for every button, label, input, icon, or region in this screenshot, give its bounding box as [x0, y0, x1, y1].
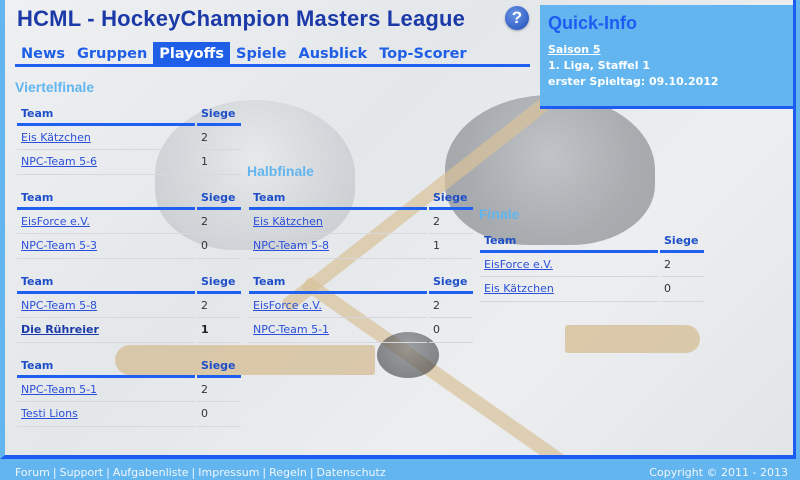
match-table: Team Siege Eis Kätzchen 2 NPC-Team 5-6 1 — [17, 104, 241, 175]
separator: | — [191, 466, 196, 479]
column-header-wins: Siege — [429, 188, 473, 210]
team-link[interactable]: EisForce e.V. — [21, 214, 90, 228]
table-row: EisForce e.V. 2 — [249, 292, 473, 318]
wins-value: 2 — [197, 376, 241, 402]
round-title-finale: Finale — [479, 206, 520, 222]
wins-value: 1 — [429, 233, 473, 259]
league-text: 1. Liga, Staffel 1 — [548, 59, 650, 72]
round-title-viertelfinale: Viertelfinale — [15, 79, 95, 95]
table-row: NPC-Team 5-6 1 — [17, 149, 241, 175]
column-header-wins: Siege — [197, 188, 241, 210]
wins-value: 2 — [197, 292, 241, 318]
first-matchday-text: erster Spieltag: 09.10.2012 — [548, 75, 719, 88]
footer-link-datenschutz[interactable]: Datenschutz — [316, 466, 386, 479]
wins-value: 2 — [429, 292, 473, 318]
match-table: Team Siege NPC-Team 5-1 2 Testi Lions 0 — [17, 356, 241, 427]
column-header-team: Team — [480, 231, 658, 253]
page-content: HCML - HockeyChampion Masters League ? N… — [0, 0, 796, 459]
footer-link-aufgabenliste[interactable]: Aufgabenliste — [112, 466, 189, 479]
main-nav: News Gruppen Playoffs Spiele Ausblick To… — [15, 42, 530, 67]
tab-playoffs[interactable]: Playoffs — [153, 42, 231, 64]
footer-link-impressum[interactable]: Impressum — [198, 466, 260, 479]
team-link[interactable]: NPC-Team 5-8 — [21, 298, 98, 312]
copyright-text: Copyright © 2011 - 2013 — [649, 466, 788, 479]
footer-link-support[interactable]: Support — [59, 466, 104, 479]
team-link[interactable]: Die Rühreier — [21, 323, 99, 336]
team-link[interactable]: Eis Kätzchen — [484, 282, 554, 295]
wins-value: 2 — [197, 208, 241, 234]
question-circle-icon[interactable]: ? — [505, 6, 529, 30]
wins-value: 2 — [197, 124, 241, 150]
column-header-wins: Siege — [197, 272, 241, 294]
footer-links: Forum|Support|Aufgabenliste|Impressum|Re… — [15, 466, 386, 479]
match-table: Team Siege EisForce e.V. 2 NPC-Team 5-1 … — [249, 272, 473, 343]
column-header-wins: Siege — [197, 104, 241, 126]
wins-value: 1 — [197, 317, 241, 343]
round-title-halbfinale: Halbfinale — [247, 163, 314, 179]
helmet-right-image — [445, 95, 655, 245]
table-row: NPC-Team 5-8 1 — [249, 233, 473, 259]
season-link[interactable]: Saison 5 — [548, 43, 601, 56]
table-row: NPC-Team 5-8 2 — [17, 292, 241, 318]
table-row: EisForce e.V. 2 — [17, 208, 241, 234]
tab-gruppen[interactable]: Gruppen — [77, 46, 148, 62]
team-link[interactable]: Testi Lions — [21, 407, 78, 420]
table-row: NPC-Team 5-1 0 — [249, 317, 473, 343]
column-header-team: Team — [249, 272, 427, 294]
column-header-wins: Siege — [197, 356, 241, 378]
wins-value: 0 — [197, 401, 241, 427]
team-link[interactable]: Eis Kätzchen — [253, 214, 323, 228]
separator: | — [309, 466, 314, 479]
match-table: Team Siege NPC-Team 5-8 2 Die Rühreier 1 — [17, 272, 241, 343]
tab-top-scorer[interactable]: Top-Scorer — [379, 46, 467, 62]
team-link[interactable]: EisForce e.V. — [484, 257, 553, 271]
column-header-wins: Siege — [429, 272, 473, 294]
column-header-team: Team — [249, 188, 427, 210]
team-link[interactable]: EisForce e.V. — [253, 298, 322, 312]
team-link[interactable]: Eis Kätzchen — [21, 130, 91, 144]
wins-value: 2 — [660, 251, 704, 277]
wins-value: 0 — [660, 276, 704, 302]
table-row: Eis Kätzchen 0 — [480, 276, 704, 302]
tab-news[interactable]: News — [21, 46, 65, 62]
quick-info-panel: Quick-Info Saison 5 1. Liga, Staffel 1 e… — [540, 5, 793, 109]
footer-link-regeln[interactable]: Regeln — [269, 466, 307, 479]
wins-value: 0 — [429, 317, 473, 343]
wins-value: 0 — [197, 233, 241, 259]
match-table: Team Siege Eis Kätzchen 2 NPC-Team 5-8 1 — [249, 188, 473, 259]
column-header-team: Team — [17, 272, 195, 294]
stick-blade-image — [565, 325, 700, 353]
column-header-team: Team — [17, 356, 195, 378]
wins-value: 2 — [429, 208, 473, 234]
page-title: HCML - HockeyChampion Masters League — [17, 6, 466, 31]
team-link[interactable]: NPC-Team 5-8 — [253, 239, 330, 252]
table-row: NPC-Team 5-3 0 — [17, 233, 241, 259]
team-link[interactable]: NPC-Team 5-6 — [21, 155, 98, 168]
column-header-team: Team — [17, 104, 195, 126]
tab-ausblick[interactable]: Ausblick — [298, 46, 368, 62]
team-link[interactable]: NPC-Team 5-1 — [21, 382, 98, 396]
wins-value: 1 — [197, 149, 241, 175]
table-row: EisForce e.V. 2 — [480, 251, 704, 277]
column-header-team: Team — [17, 188, 195, 210]
table-row: Eis Kätzchen 2 — [17, 124, 241, 150]
column-header-wins: Siege — [660, 231, 704, 253]
quick-info-title: Quick-Info — [548, 13, 637, 33]
separator: | — [262, 466, 267, 479]
table-row: Eis Kätzchen 2 — [249, 208, 473, 234]
team-link[interactable]: NPC-Team 5-1 — [253, 323, 330, 336]
table-row: NPC-Team 5-1 2 — [17, 376, 241, 402]
table-row-highlighted: Die Rühreier 1 — [17, 317, 241, 343]
team-link[interactable]: NPC-Team 5-3 — [21, 239, 98, 252]
match-table: Team Siege EisForce e.V. 2 Eis Kätzchen … — [480, 231, 704, 302]
tab-spiele[interactable]: Spiele — [236, 46, 287, 62]
footer-link-forum[interactable]: Forum — [15, 466, 50, 479]
table-row: Testi Lions 0 — [17, 401, 241, 427]
separator: | — [52, 466, 57, 479]
separator: | — [106, 466, 110, 479]
match-table: Team Siege EisForce e.V. 2 NPC-Team 5-3 … — [17, 188, 241, 259]
